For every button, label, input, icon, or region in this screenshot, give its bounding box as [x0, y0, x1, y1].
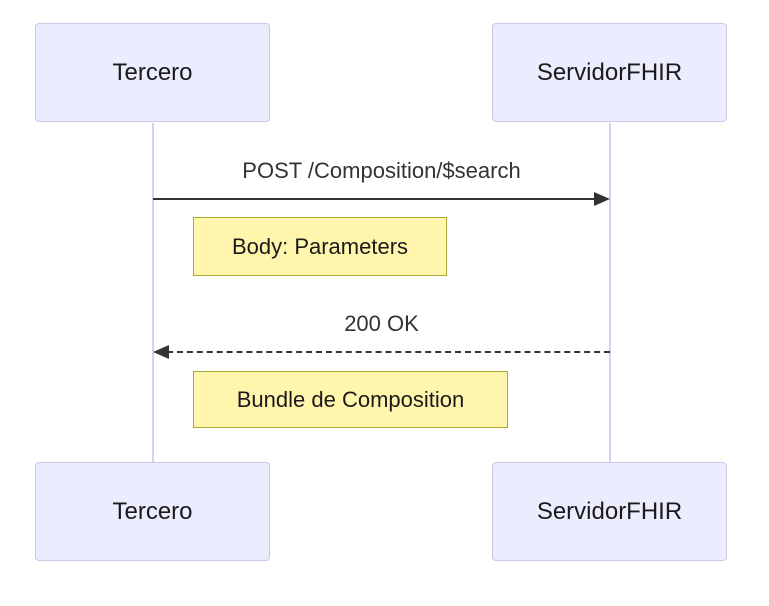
- note-body-parameters: Body: Parameters: [193, 217, 447, 276]
- actor-box-tercero-bottom: Tercero: [35, 462, 270, 561]
- arrowhead-right-icon: [594, 192, 610, 206]
- lifeline-servidorfhir: [609, 123, 611, 462]
- actor-label-servidorfhir-bottom: ServidorFHIR: [536, 497, 683, 525]
- lifeline-tercero: [152, 123, 154, 462]
- actor-label-servidorfhir-top: ServidorFHIR: [536, 58, 683, 86]
- actor-label-tercero-top: Tercero: [112, 58, 193, 86]
- message-arrow-solid: [153, 198, 596, 200]
- message-arrow-dashed: [167, 351, 610, 353]
- actor-box-tercero-top: Tercero: [35, 23, 270, 122]
- note-label-bundle-de-composition: Bundle de Composition: [236, 386, 465, 412]
- note-bundle-de-composition: Bundle de Composition: [193, 371, 508, 428]
- message-label-post-composition-search: POST /Composition/$search: [242, 158, 521, 183]
- actor-box-servidorfhir-top: ServidorFHIR: [492, 23, 727, 122]
- actor-label-tercero-bottom: Tercero: [112, 497, 193, 525]
- actor-box-servidorfhir-bottom: ServidorFHIR: [492, 462, 727, 561]
- arrowhead-left-icon: [153, 345, 169, 359]
- message-label-200-ok: 200 OK: [344, 311, 419, 336]
- note-label-body-parameters: Body: Parameters: [231, 233, 409, 259]
